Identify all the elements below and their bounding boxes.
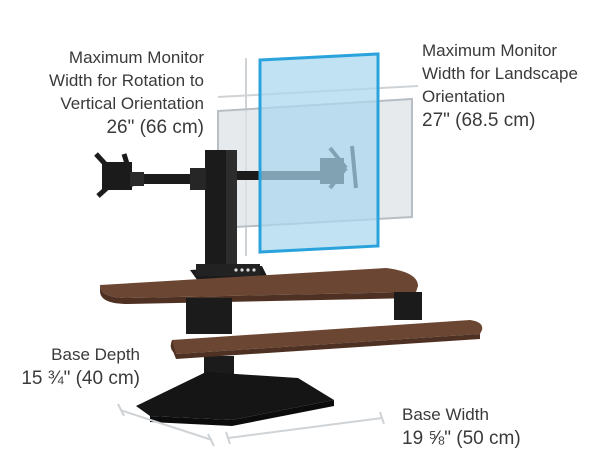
desk-base: [136, 372, 334, 426]
landscape-label-line-1: Maximum Monitor: [422, 41, 558, 60]
rotation-value: 26" (66 cm): [106, 117, 204, 138]
landscape-value: 27" (68.5 cm): [422, 110, 536, 131]
base-dimension-lines: [117, 403, 385, 447]
base-width-value: 19 ⅝" (50 cm): [402, 428, 521, 449]
left-monitor-arm: [140, 174, 208, 184]
rotation-label-line-3: Vertical Orientation: [60, 94, 204, 113]
landscape-width-label: Maximum Monitor Width for Landscape Orie…: [422, 39, 597, 134]
keyboard-tray: [170, 320, 483, 359]
base-depth-title: Base Depth: [51, 345, 140, 364]
right-support-column: [394, 292, 422, 320]
base-width-title: Base Width: [402, 405, 489, 424]
base-depth-value: 15 ¾" (40 cm): [21, 368, 140, 389]
base-depth-label: Base Depth 15 ¾" (40 cm): [0, 343, 140, 392]
base-width-label: Base Width 19 ⅝" (50 cm): [402, 403, 592, 452]
rotation-width-label: Maximum Monitor Width for Rotation to Ve…: [0, 46, 204, 141]
rotation-label-line-1: Maximum Monitor: [68, 48, 204, 67]
landscape-label-line-3: Orientation: [422, 87, 506, 106]
upper-work-surface: [100, 268, 418, 304]
left-support-column: [186, 298, 232, 334]
portrait-monitor-outline: [258, 52, 380, 254]
landscape-label-line-2: Width for Landscape: [422, 64, 578, 83]
control-button-icon: [234, 268, 238, 272]
rotation-label-line-2: Width for Rotation to: [49, 71, 204, 90]
left-vesa-mount: [94, 152, 144, 198]
